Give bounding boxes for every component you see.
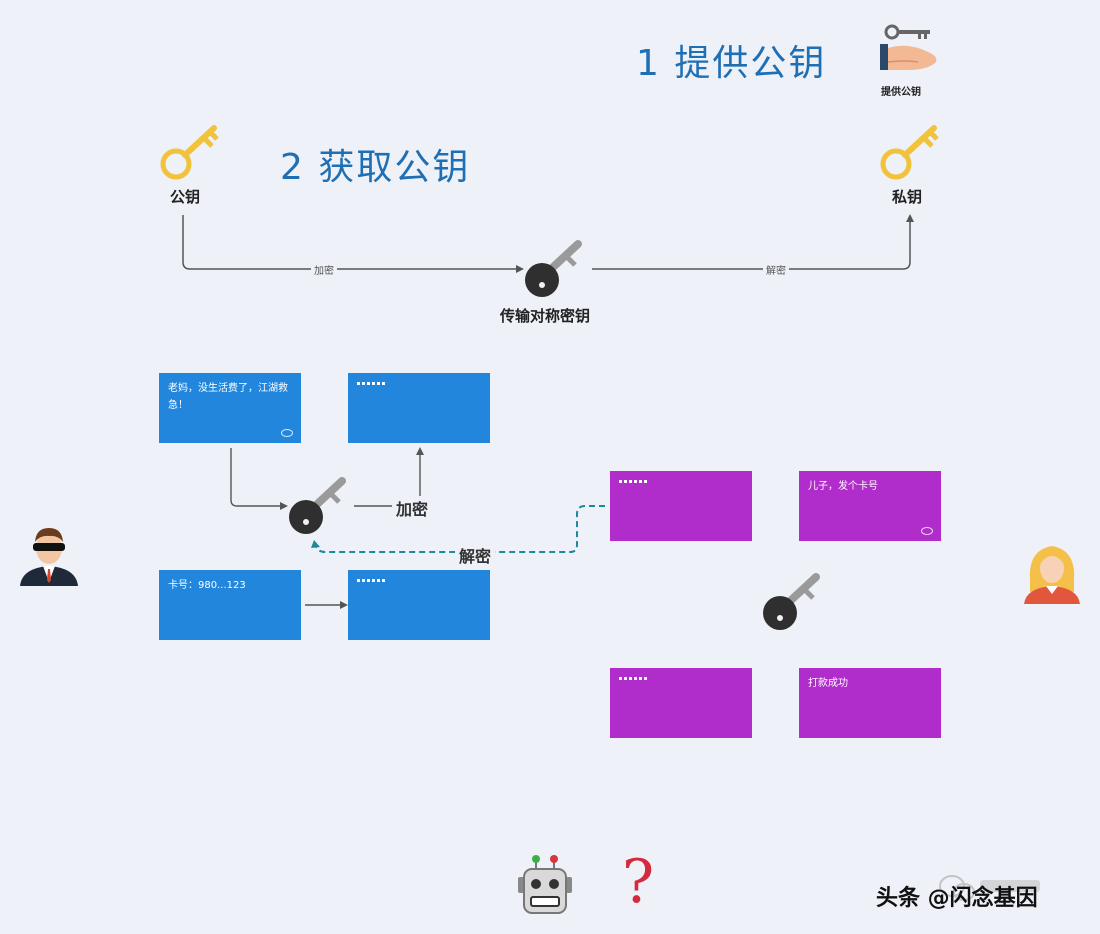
small-key-icon [884, 24, 930, 40]
man-avatar-icon [18, 522, 80, 588]
encrypt-flow-line [182, 215, 516, 270]
encrypt-small-label: 加密 [311, 262, 337, 277]
public-key-label: 公钥 [170, 188, 201, 206]
card-number-card: 卡号：980...123 [159, 570, 301, 640]
symmetric-key-label: 传输对称密钥 [500, 307, 591, 325]
decrypt-small-label: 解密 [763, 262, 789, 277]
private-key-label: 私钥 [892, 188, 923, 206]
eye-icon [281, 429, 293, 437]
step-obtain-title: 2 获取公钥 [280, 147, 471, 188]
encrypted-reply-card [610, 471, 752, 541]
symmetric-key-icon [522, 238, 584, 300]
question-mark: ? [622, 847, 655, 917]
encrypted-message-card [348, 373, 490, 443]
encrypted-dots [619, 677, 647, 680]
encrypted-card-number-card [348, 570, 490, 640]
card-number-text: 卡号：980...123 [168, 580, 246, 591]
private-key-icon [878, 122, 942, 182]
encrypt-label: 加密 [392, 496, 433, 520]
reply-message-text: 儿子，发个卡号 [808, 481, 878, 492]
card-number-arrow [340, 601, 348, 609]
encrypt-flow-arrow [516, 265, 524, 273]
plain-message-text: 老妈，没生活费了，江湖救急！ [168, 383, 288, 411]
dashed-decrypt-arrow [311, 540, 320, 548]
provide-key-label: 提供公钥 [881, 87, 921, 98]
public-key-icon [158, 122, 222, 182]
step-provide-title: 1 提供公钥 [636, 43, 827, 84]
encrypt-up-arrow [416, 447, 424, 455]
encrypted-dots [357, 382, 385, 385]
plain-message-card: 老妈，没生活费了，江湖救急！ [159, 373, 301, 443]
encrypted-confirm-card [610, 668, 752, 738]
encrypt-key-icon [286, 475, 348, 537]
encrypted-dots [619, 480, 647, 483]
woman-avatar-icon [1022, 540, 1082, 606]
decrypt-label: 解密 [455, 543, 496, 567]
payment-done-card: 打款成功 [799, 668, 941, 738]
dashed-decrypt-line [315, 505, 605, 553]
watermark-text: 头条 @闪念基因 [876, 886, 1038, 911]
eye-icon [921, 527, 933, 535]
payment-done-text: 打款成功 [808, 678, 848, 689]
reply-message-card: 儿子，发个卡号 [799, 471, 941, 541]
robot-icon [516, 855, 574, 917]
decrypt-flow-line [592, 222, 911, 270]
to-key-arrow [280, 502, 288, 510]
decrypt-flow-arrow [906, 214, 914, 222]
encrypted-dots [357, 579, 385, 582]
wechat-logo [936, 868, 1056, 908]
mother-key-icon [760, 571, 822, 633]
to-key-line [230, 448, 280, 507]
provide-key-hand-icon [878, 22, 940, 78]
